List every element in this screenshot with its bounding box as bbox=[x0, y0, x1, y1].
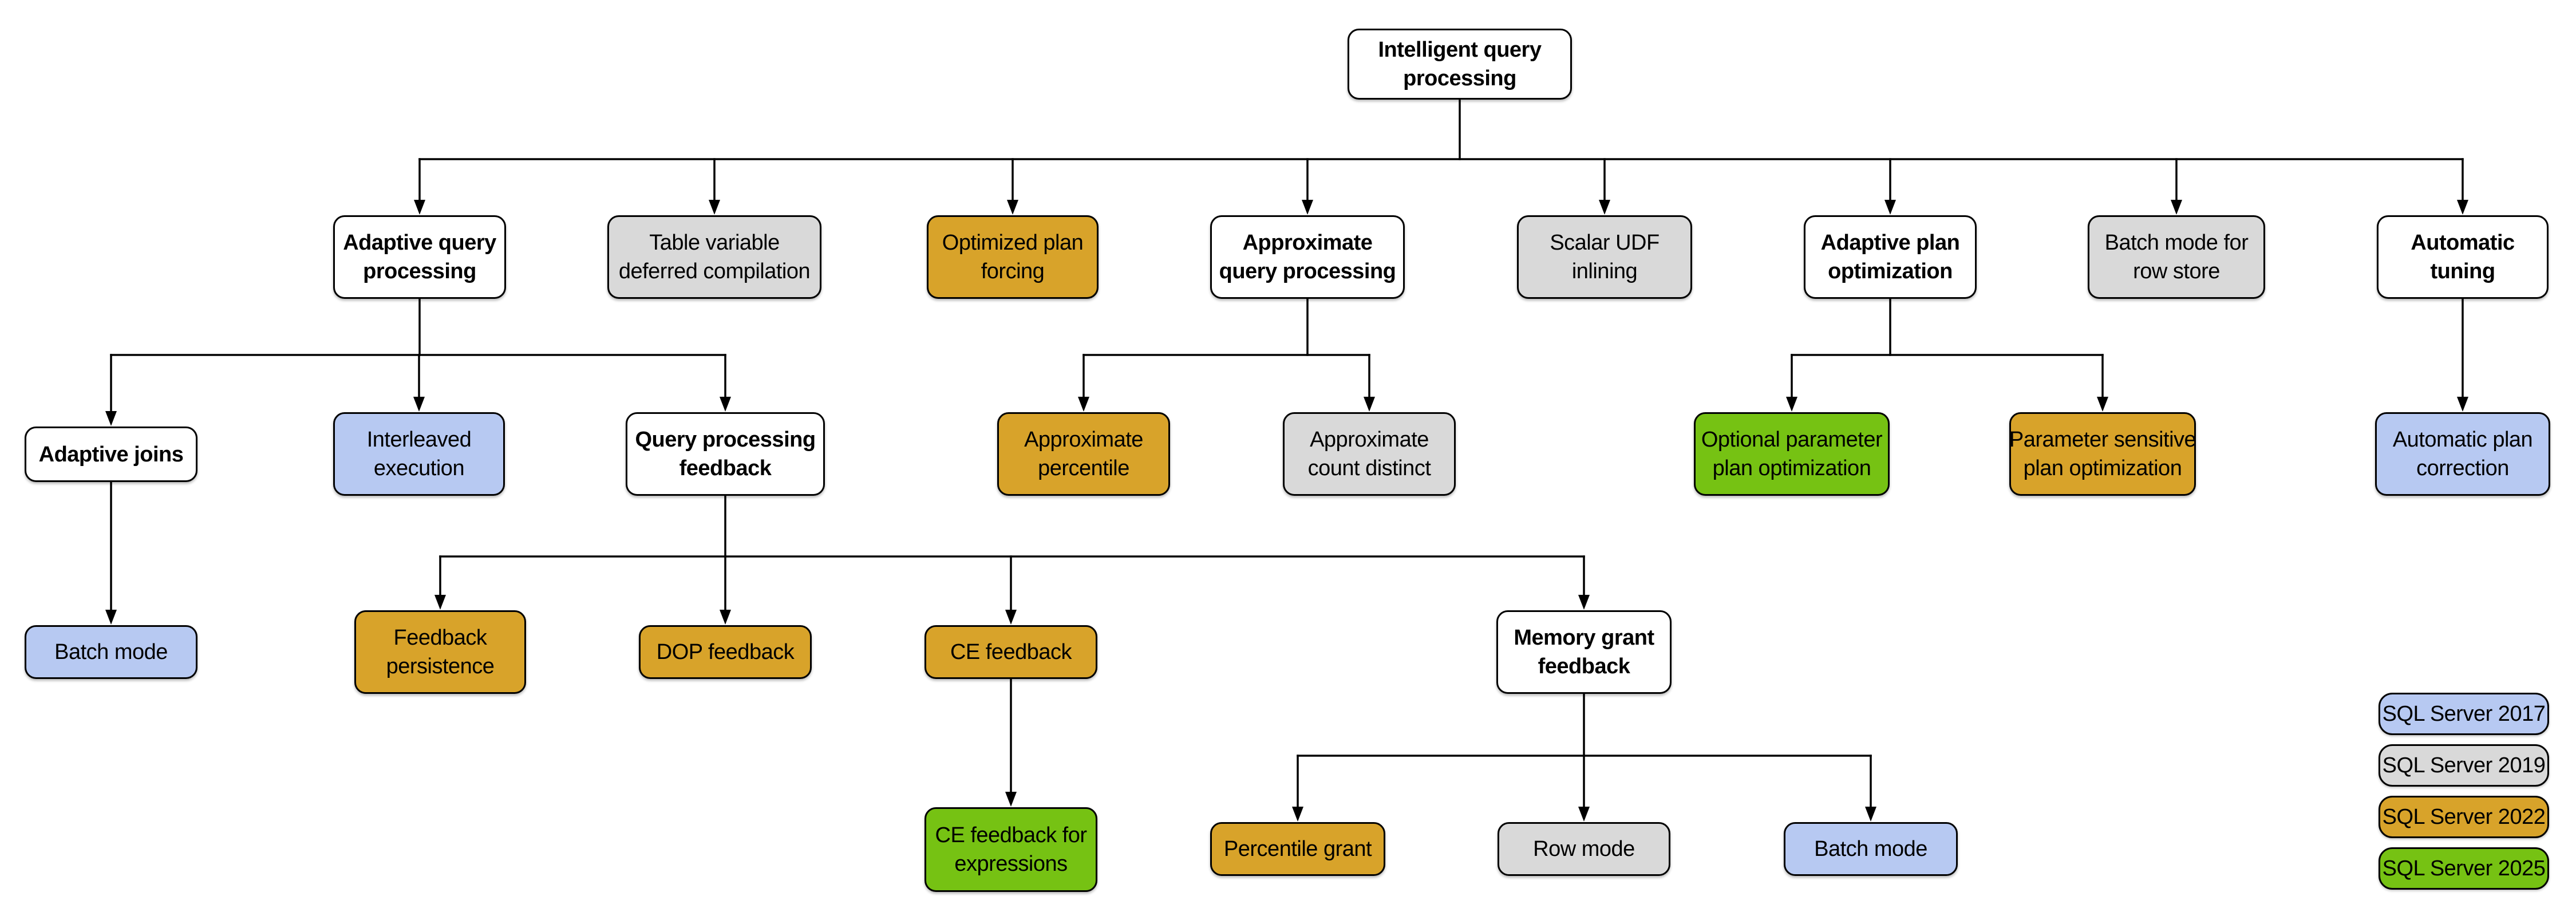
node-label-line: Adaptive query bbox=[343, 231, 496, 255]
node-label-line: Adaptive joins bbox=[38, 442, 184, 467]
node-label-line: plan optimization bbox=[1712, 456, 1871, 480]
edge-from-aqp bbox=[105, 298, 731, 426]
node-fp: Feedback persistence bbox=[354, 610, 526, 694]
node-label-line: forcing bbox=[981, 259, 1045, 283]
node-sudf: Scalar UDF inlining bbox=[1517, 215, 1692, 299]
node-label-line: Scalar UDF bbox=[1550, 231, 1660, 255]
node-acd: Approximate count distinct bbox=[1283, 412, 1456, 496]
node-label-line: Intelligent query bbox=[1378, 38, 1542, 62]
node-label-line: Optimized plan bbox=[942, 231, 1084, 255]
node-pspo: Parameter sensitive plan optimization bbox=[2009, 412, 2196, 496]
node-label-line: Interleaved bbox=[366, 428, 472, 452]
node-label-line: Optional parameter bbox=[1701, 428, 1883, 452]
node-label-line: Automatic plan bbox=[2392, 428, 2533, 452]
node-oppo: Optional parameter plan optimization bbox=[1694, 412, 1890, 496]
legend-label: SQL Server 2019 bbox=[2382, 753, 2546, 777]
node-label-line: feedback bbox=[1538, 654, 1630, 678]
node-label-line: Batch mode bbox=[54, 640, 168, 664]
edge-from-iqp bbox=[414, 98, 2468, 215]
node-label-line: query processing bbox=[1219, 259, 1396, 283]
node-label-line: Batch mode bbox=[1814, 837, 1927, 861]
node-label-line: persistence bbox=[386, 654, 495, 678]
legend-label: SQL Server 2017 bbox=[2382, 701, 2546, 726]
node-dop: DOP feedback bbox=[639, 625, 812, 679]
legend-sql-server-2019: SQL Server 2019 bbox=[2379, 744, 2549, 787]
node-label-line: CE feedback for bbox=[935, 823, 1087, 847]
edge-from-aj bbox=[105, 481, 117, 625]
edge-from-qpf bbox=[434, 495, 1590, 625]
node-label-line: Percentile grant bbox=[1223, 837, 1372, 861]
node-opf: Optimized plan forcing bbox=[927, 215, 1099, 299]
node-rm: Row mode bbox=[1498, 822, 1670, 876]
node-label-line: Memory grant bbox=[1514, 626, 1654, 650]
node-label-line: count distinct bbox=[1307, 456, 1431, 480]
node-label-line: tuning bbox=[2430, 259, 2495, 283]
legend-label: SQL Server 2022 bbox=[2382, 804, 2546, 829]
node-label-line: correction bbox=[2416, 456, 2509, 480]
node-qpf: Query processing feedback bbox=[626, 412, 825, 496]
edge-from-aqproc bbox=[1078, 298, 1375, 412]
node-label-line: deferred compilation bbox=[618, 259, 811, 283]
node-label-line: Table variable bbox=[649, 231, 780, 255]
edge-from-ce bbox=[1005, 678, 1017, 807]
legend-sql-server-2025: SQL Server 2025 bbox=[2379, 847, 2549, 890]
node-tvdc: Table variable deferred compilation bbox=[607, 215, 821, 299]
edge-from-apo bbox=[1786, 298, 2108, 412]
node-label-line: Automatic bbox=[2411, 231, 2515, 255]
node-aqproc: Approximate query processing bbox=[1210, 215, 1405, 299]
node-label-line: Adaptive plan bbox=[1820, 231, 1960, 255]
node-label-line: Query processing bbox=[635, 428, 816, 452]
node-mgf: Memory grant feedback bbox=[1496, 610, 1672, 694]
legend-sql-server-2022: SQL Server 2022 bbox=[2379, 796, 2549, 838]
node-label-line: Approximate bbox=[1310, 428, 1429, 452]
node-iqp: Intelligent query processing bbox=[1348, 29, 1572, 100]
node-label-line: CE feedback bbox=[950, 640, 1072, 664]
node-label-line: processing bbox=[1403, 66, 1516, 90]
legend-label: SQL Server 2025 bbox=[2382, 856, 2546, 881]
node-ap: Approximate percentile bbox=[997, 412, 1170, 496]
node-label-line: processing bbox=[363, 259, 476, 283]
node-pg: Percentile grant bbox=[1210, 822, 1385, 876]
node-label-line: execution bbox=[373, 456, 465, 480]
node-label-line: expressions bbox=[954, 852, 1068, 876]
node-label-line: feedback bbox=[679, 456, 772, 480]
node-aj: Adaptive joins bbox=[25, 427, 197, 482]
legend-sql-server-2017: SQL Server 2017 bbox=[2379, 693, 2549, 735]
node-bm5: Batch mode bbox=[1784, 822, 1958, 876]
node-label-line: Feedback bbox=[393, 626, 487, 650]
node-label-line: DOP feedback bbox=[656, 640, 795, 664]
node-label-line: percentile bbox=[1038, 456, 1129, 480]
node-ce: CE feedback bbox=[924, 625, 1097, 679]
node-ceexpr: CE feedback for expressions bbox=[924, 807, 1097, 892]
node-label-line: inlining bbox=[1571, 259, 1638, 283]
node-label-line: plan optimization bbox=[2023, 456, 2182, 480]
node-label-line: Row mode bbox=[1533, 837, 1635, 861]
edge-from-at bbox=[2457, 298, 2468, 412]
node-label-line: row store bbox=[2133, 259, 2220, 283]
node-aqp: Adaptive query processing bbox=[333, 215, 506, 299]
node-apo: Adaptive plan optimization bbox=[1804, 215, 1977, 299]
node-at: Automatic tuning bbox=[2377, 215, 2549, 299]
node-label-line: Approximate bbox=[1024, 428, 1143, 452]
node-label-line: optimization bbox=[1828, 259, 1953, 283]
edge-from-mgf bbox=[1292, 693, 1876, 822]
node-label-line: Approximate bbox=[1242, 231, 1373, 255]
node-bmrs: Batch mode for row store bbox=[2088, 215, 2265, 299]
node-bm4: Batch mode bbox=[25, 625, 197, 679]
node-label-line: Batch mode for bbox=[2104, 231, 2249, 255]
node-apc: Automatic plan correction bbox=[2375, 412, 2550, 496]
node-label-line: Parameter sensitive bbox=[2009, 428, 2196, 452]
node-ie: Interleaved execution bbox=[333, 412, 505, 496]
